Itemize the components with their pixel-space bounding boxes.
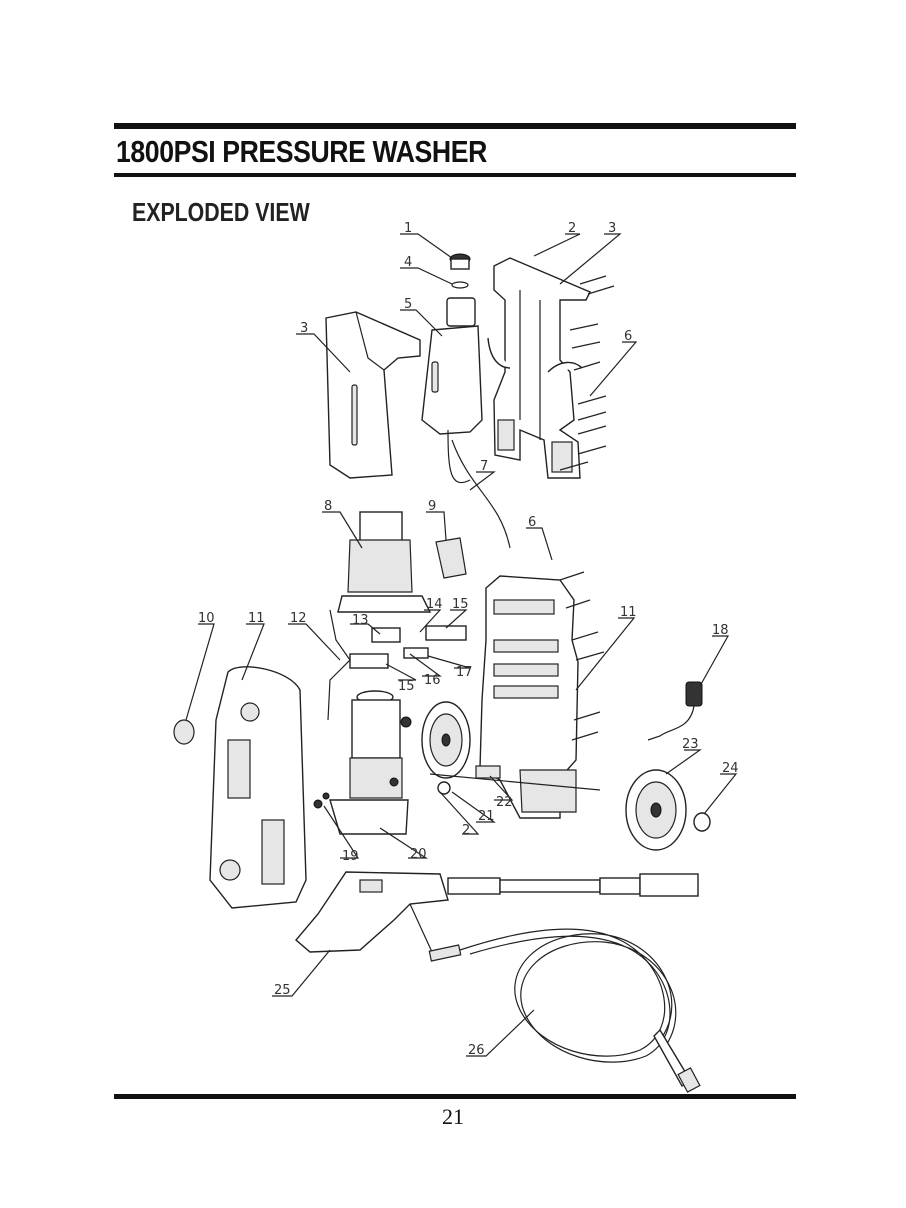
page-number: 21 (442, 1104, 464, 1129)
part-power-cord (647, 681, 703, 741)
callout-6-mid: 6 (528, 515, 536, 530)
callout-14: 14 (426, 597, 443, 612)
part-spray-gun (295, 871, 699, 953)
part-front-housing (209, 666, 307, 909)
callout-10: 10 (198, 611, 215, 626)
part-motor-cover (337, 511, 432, 613)
part-rear-housing (487, 257, 591, 479)
callout-21: 21 (478, 809, 495, 824)
callout-26: 26 (468, 1043, 485, 1058)
callout-15-top: 15 (452, 597, 469, 612)
callout-2-bottom: 2 (462, 823, 470, 838)
part-detergent-tank (421, 253, 483, 484)
part-high-pressure-hose (409, 903, 701, 1093)
callout-24: 24 (722, 761, 739, 776)
leader-lines (185, 233, 738, 1057)
callout-19: 19 (342, 849, 359, 864)
part-main-housing (479, 575, 579, 819)
callout-18: 18 (712, 623, 729, 638)
callout-25: 25 (274, 983, 291, 998)
page-title: 1800PSI PRESSURE WASHER (116, 134, 487, 169)
callout-7: 7 (480, 459, 488, 474)
callout-23: 23 (682, 737, 699, 752)
bottom-rule (114, 1094, 796, 1099)
callout-22: 22 (496, 795, 513, 810)
screw-set-lower (559, 571, 605, 741)
part-clip (435, 537, 467, 579)
title-underline (114, 173, 796, 177)
callout-3-top: 3 (608, 221, 616, 236)
part-wheel-right (625, 769, 711, 851)
callout-8: 8 (324, 499, 332, 514)
part-axle (429, 765, 601, 795)
part-switch-assembly (327, 609, 467, 721)
callout-15-bottom: 15 (398, 679, 415, 694)
callout-6-top: 6 (624, 329, 632, 344)
callout-11-right: 11 (620, 605, 637, 620)
screw-set-upper (559, 275, 615, 471)
callout-3-left: 3 (300, 321, 308, 336)
section-title: EXPLODED VIEW (132, 197, 310, 227)
callout-5: 5 (404, 297, 412, 312)
part-handle-cover (325, 311, 421, 479)
callout-11-left: 11 (248, 611, 265, 626)
callout-labels: 1 2 3 4 5 3 6 7 8 9 6 10 11 12 13 14 15 … (198, 221, 739, 1058)
callout-9: 9 (428, 499, 436, 514)
callout-16: 16 (424, 673, 441, 688)
part-wheel-left (421, 701, 471, 779)
part-suction-hose (451, 439, 511, 549)
callout-12: 12 (290, 611, 307, 626)
part-end-plug (173, 719, 195, 745)
callout-20: 20 (410, 847, 427, 862)
top-rule (114, 123, 796, 129)
part-motor-pump (313, 690, 412, 835)
callout-17: 17 (456, 665, 473, 680)
callout-13: 13 (352, 613, 369, 628)
callout-1: 1 (404, 221, 412, 236)
callout-2-top: 2 (568, 221, 576, 236)
callout-4: 4 (404, 255, 412, 270)
